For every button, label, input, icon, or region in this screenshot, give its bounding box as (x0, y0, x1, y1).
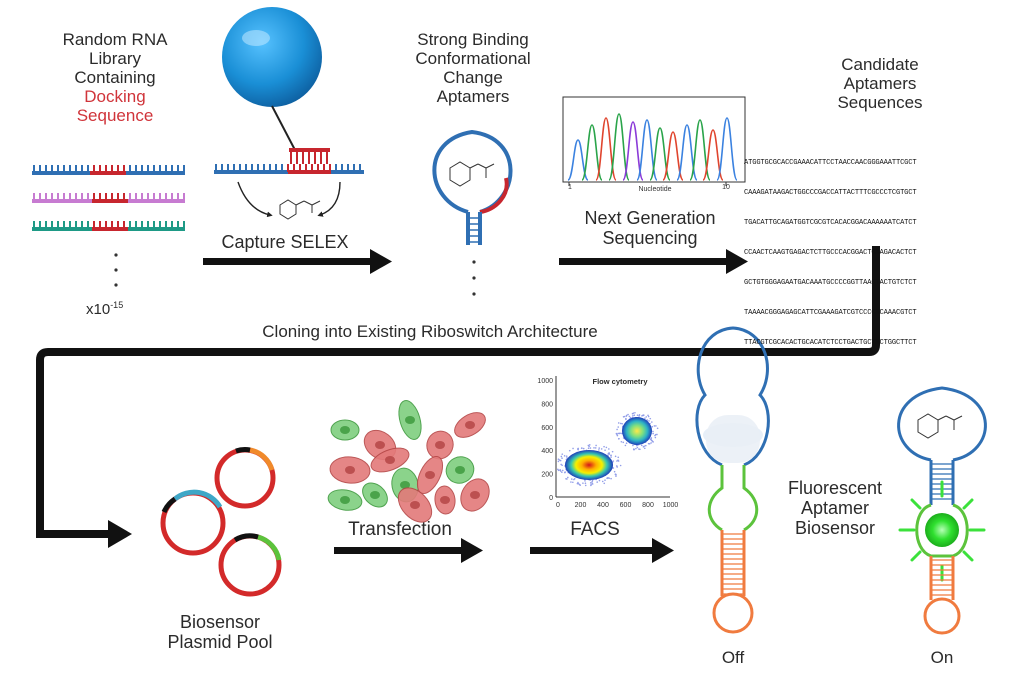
rna-library-strands (32, 165, 185, 287)
ellipsis-dots (472, 260, 476, 296)
svg-text:800: 800 (541, 401, 553, 408)
candidate-title: Candidate Aptamers Sequences (800, 55, 960, 112)
svg-text:400: 400 (597, 502, 609, 509)
ngs-label: Next Generation Sequencing (560, 208, 740, 248)
off-label: Off (721, 648, 745, 667)
library-count-exp: -15 (110, 300, 124, 310)
biosensor-label: Fluorescent Aptamer Biosensor (775, 478, 895, 538)
rna-strand-2 (32, 193, 185, 203)
bound-aptamer-hairpin (432, 129, 513, 296)
chromatogram-tick-end: 10 (722, 184, 730, 191)
binding-title-line: Strong Binding (417, 30, 529, 49)
svg-text:600: 600 (541, 425, 553, 432)
svg-text:1000: 1000 (537, 378, 553, 385)
plasmid-1 (214, 447, 276, 509)
capture-bead-assembly (214, 7, 364, 220)
biosensor-label-line: Fluorescent (787, 478, 883, 498)
library-title-line: Containing (74, 68, 156, 88)
sequence-line: TAAAACGGGAGAGCATTCGAAAGATCGTCCCCACAAACGT… (744, 309, 917, 317)
binding-title-line: Conformational (415, 49, 531, 69)
cloning-label: Cloning into Existing Riboswitch Archite… (262, 322, 598, 341)
sequence-line: CAAAGATAAGACTGGCCCGACCATTACTTTCGCCCTCGTG… (744, 189, 917, 197)
transfection-label: Transfection (348, 519, 452, 540)
library-title-line: Library (89, 49, 141, 69)
svg-text:800: 800 (642, 502, 654, 509)
plasmid-label-line: Plasmid Pool (167, 632, 273, 653)
dopamine-small-icon (279, 199, 321, 220)
binding-title-line: Change (443, 68, 503, 88)
sequence-line: CCAACTCAAGTGAGACTCTTGCCCACGGACTCAAGACACT… (744, 249, 917, 257)
dopamine-icon (449, 161, 495, 187)
candidate-title-line: Aptamers (843, 74, 917, 94)
candidate-title-line: Sequences (837, 93, 923, 113)
library-highlight-line: Docking (84, 87, 146, 107)
ellipsis-dots (114, 253, 118, 287)
svg-text:200: 200 (575, 502, 587, 509)
candidate-sequence-list: ATGGTGCGCACCGAAACATTCCTAACCAACGGGAAATTCG… (744, 138, 1020, 358)
fluorescent-core (925, 513, 959, 547)
library-count-base: x10 (86, 301, 111, 318)
ngs-label-line: Sequencing (602, 228, 698, 249)
plasmid-2 (160, 489, 226, 556)
chromatogram-tick-start: 1 (568, 184, 572, 191)
cell-population-1 (565, 450, 613, 480)
binding-aptamers-title: Strong Binding Conformational Change Apt… (388, 30, 558, 106)
biosensor-label-line: Biosensor (794, 518, 876, 539)
ngs-label-line: Next Generation (584, 208, 716, 228)
transfected-cells (327, 400, 490, 523)
glow-rays (898, 480, 986, 582)
magnetic-bead (222, 7, 322, 107)
plasmid-3 (218, 533, 282, 597)
plasmid-label-line: Biosensor (179, 612, 261, 632)
riboswitch-off (695, 326, 770, 634)
library-title: Random RNA Library Containing Docking Se… (40, 30, 190, 125)
rna-strand-3 (32, 221, 185, 231)
sequence-line: TTACGTCGCACACTGCACATCTCCTGACTGCTACTGGCTT… (744, 339, 917, 347)
candidate-title-line: Candidate (841, 55, 919, 74)
facs-label: FACS (570, 519, 620, 540)
flow-arrows (36, 246, 880, 563)
svg-text:1000: 1000 (663, 502, 679, 509)
svg-text:600: 600 (620, 502, 632, 509)
capture-selex-label: Capture SELEX (221, 232, 349, 252)
dopamine-bound-icon (917, 413, 963, 439)
cell-population-2 (622, 417, 652, 445)
biosensor-label-line: Aptamer (800, 498, 870, 519)
library-title-line: Random RNA (62, 30, 168, 49)
svg-text:200: 200 (541, 472, 553, 479)
on-label: On (930, 648, 954, 667)
sequence-line: TGACATTGCAGATGGTCGCGTCACACGGACAAAAAATCAT… (744, 219, 917, 227)
svg-text:0: 0 (549, 495, 553, 502)
plasmid-pool (160, 447, 282, 597)
library-highlight-line: Sequence (76, 106, 154, 126)
svg-text:400: 400 (541, 448, 553, 455)
sequencing-chromatogram (562, 96, 746, 186)
flow-cytometry-plot: 1000 800 600 400 200 00 200 400 600 800 1000 (537, 376, 678, 509)
svg-text:0: 0 (556, 502, 560, 509)
riboswitch-on (897, 386, 987, 635)
rna-strand-1 (32, 165, 185, 175)
facs-plot-title: Flow cytometry (592, 377, 648, 386)
sequence-line: GCTGTGGGAGAATGACAAATGCCCCGGTTAACTACTGTCT… (744, 279, 917, 287)
binding-title-line: Aptamers (436, 87, 510, 107)
plasmid-pool-label: Biosensor Plasmid Pool (140, 612, 300, 652)
chromatogram-axis-label: Nucleotide (638, 186, 672, 193)
library-count: x10-15 (86, 300, 156, 319)
sequence-line: ATGGTGCGCACCGAAACATTCCTAACCAACGGGAAATTCG… (744, 159, 917, 167)
